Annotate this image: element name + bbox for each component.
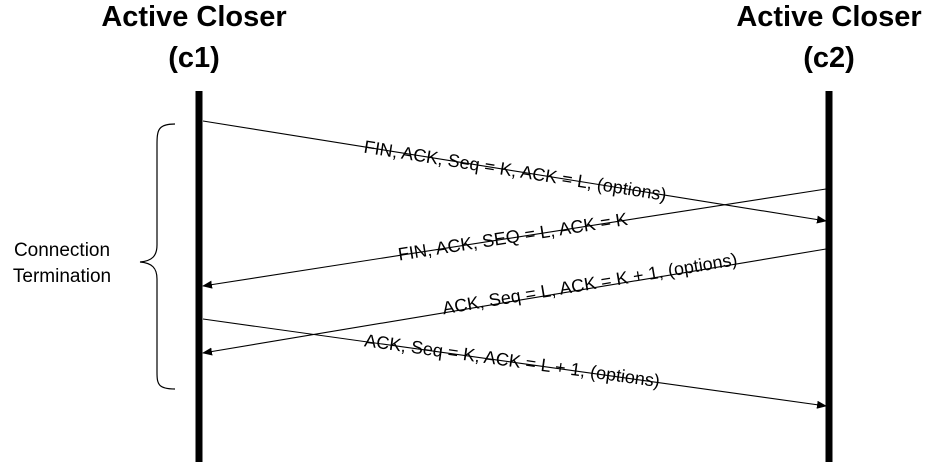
message-label-2: FIN, ACK, SEQ = L, ACK = K xyxy=(397,209,629,265)
phase-label-line1: Connection xyxy=(14,240,110,261)
right-participant-subtitle: (c2) xyxy=(803,42,855,74)
message-arrow-2 xyxy=(202,188,827,289)
right-participant-title: Active Closer xyxy=(736,1,921,33)
message-arrow-4 xyxy=(202,318,827,409)
phase-brace xyxy=(139,123,176,390)
message-arrow-3 xyxy=(202,248,827,356)
message-label-1: FIN, ACK, Seq = K, ACK = L, (options) xyxy=(362,137,667,205)
message-label-3: ACK, Seq = L, ACK = K + 1, (options) xyxy=(441,249,739,318)
phase-label-line2: Termination xyxy=(13,266,111,287)
left-participant-subtitle: (c1) xyxy=(168,42,220,74)
message-label-4: ACK, Seq = K, ACK = L + 1, (options) xyxy=(363,330,661,391)
message-arrow-1 xyxy=(202,120,827,224)
left-participant-title: Active Closer xyxy=(101,1,286,33)
